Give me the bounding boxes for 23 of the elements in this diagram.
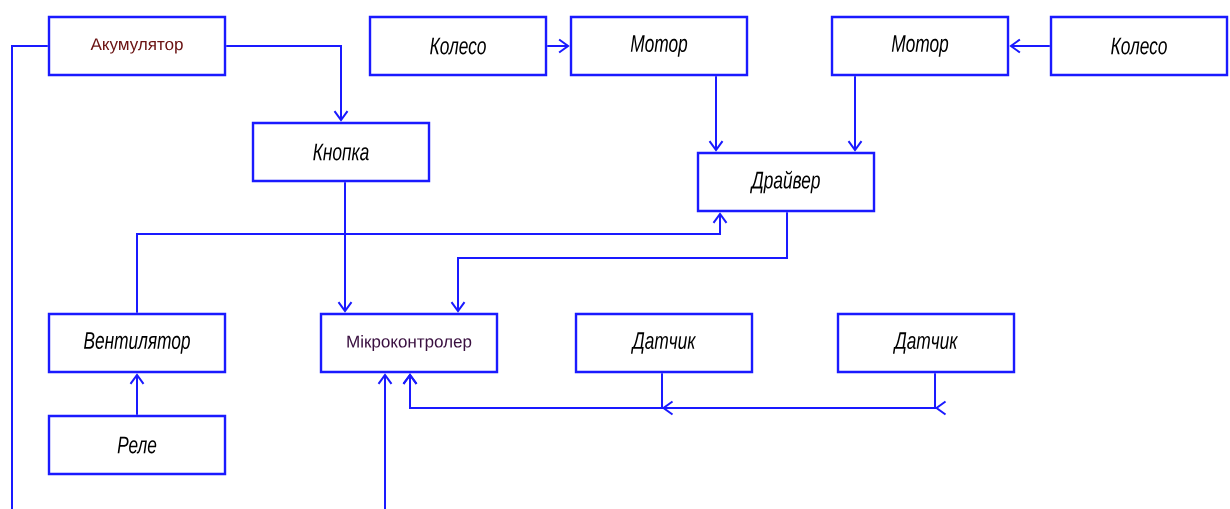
block-box: Колесо [368,15,548,77]
block-box: Кнопка [251,121,431,183]
arrow [546,38,570,54]
block-box: Мотор [569,15,749,77]
arrow [225,45,349,122]
block-box: Реле [47,414,227,476]
block-box: Мікроконтролер [319,312,499,374]
block-box: Колесо [1049,15,1229,77]
arrow [1009,38,1051,54]
block-box: Вентилятор [47,312,227,374]
block-box: Мотор [830,15,1010,77]
block-box: Датчик [836,312,1016,374]
arrow [136,212,728,314]
block-box: Акумулятор [47,15,227,77]
block-box: Датчик [574,312,754,374]
arrow [847,75,863,152]
arrow [129,373,145,416]
arrow [450,211,788,313]
arrow [337,181,353,313]
arrow [377,373,393,509]
block-box: Драйвер [696,151,876,213]
arrow [402,372,947,416]
arrow [708,75,724,152]
